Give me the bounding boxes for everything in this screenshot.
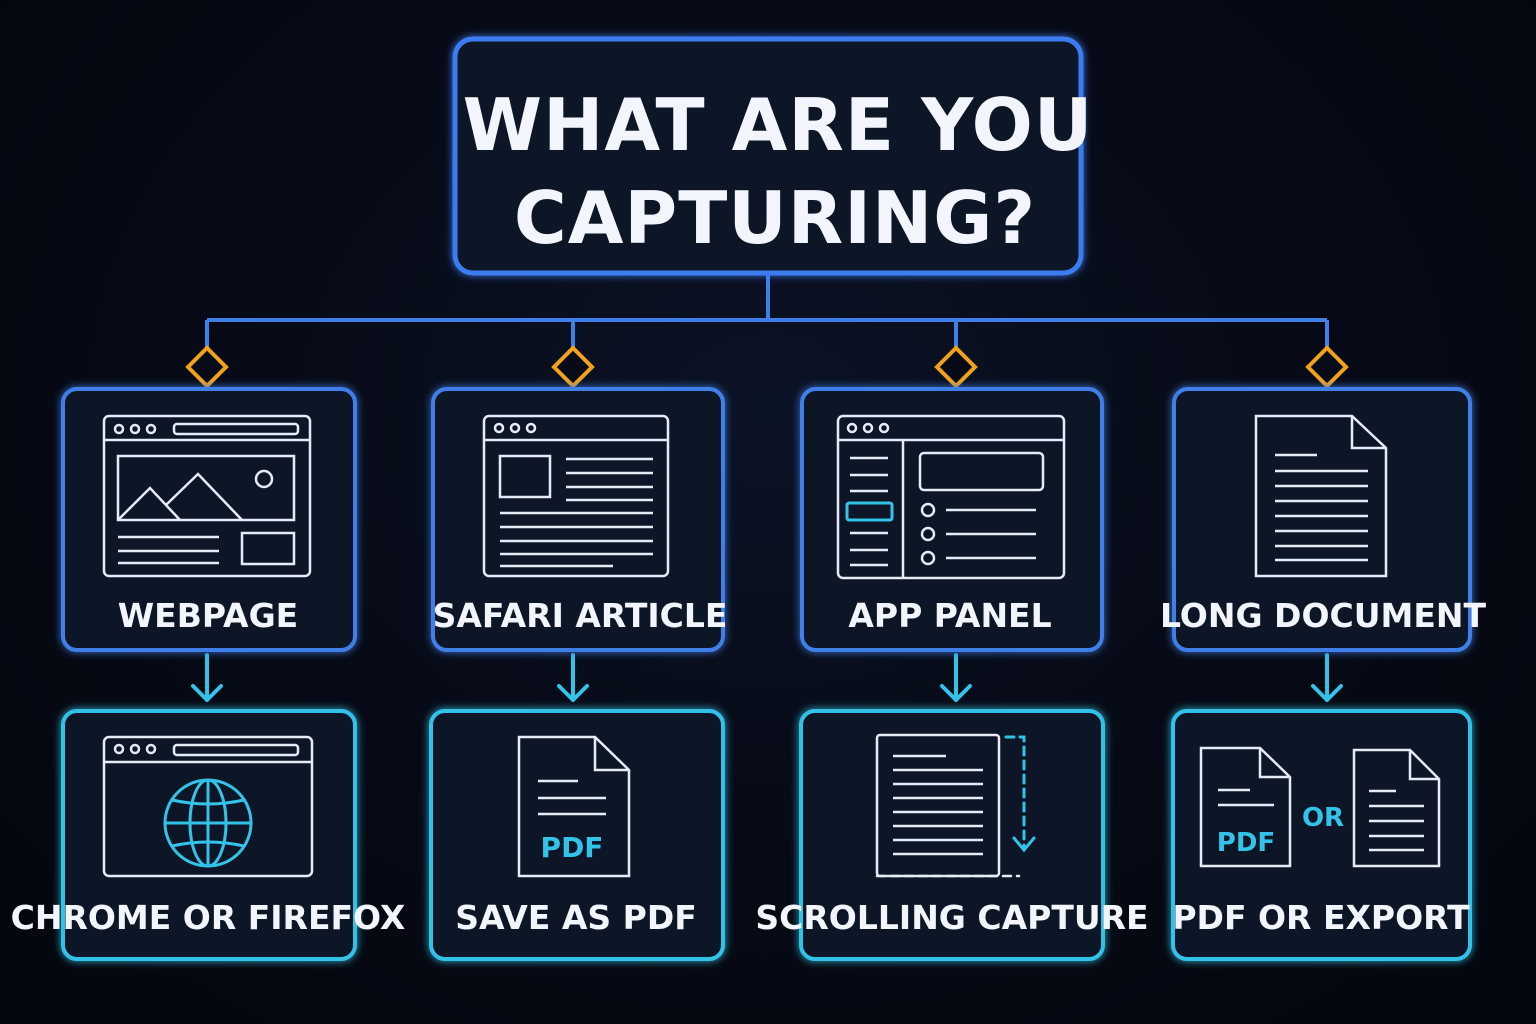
pdf-icon-text: PDF <box>1217 828 1275 858</box>
source-label: WEBPAGE <box>118 596 298 635</box>
decision-diamond-3 <box>934 345 978 389</box>
globe-icon <box>163 778 253 868</box>
down-arrow-4 <box>1311 653 1343 702</box>
source-node-box <box>1172 387 1472 652</box>
result-node-pdf-or-export: PDF OR PDF OR EXPORT <box>1171 709 1472 961</box>
selected-panel-item-icon <box>845 501 894 522</box>
pdf-file-icon: PDF <box>517 735 631 878</box>
result-node-scrolling-capture: SCROLLING CAPTURE <box>755 709 1149 961</box>
result-node-save-as-pdf: PDF SAVE AS PDF <box>429 709 725 961</box>
decision-diamond-1 <box>185 345 229 389</box>
or-text: OR <box>1302 803 1344 833</box>
result-label: SAVE AS PDF <box>455 898 697 937</box>
source-node-safari-article: SAFARI ARTICLE <box>431 387 728 652</box>
source-node-app-panel: APP PANEL <box>800 387 1104 652</box>
root-node: WHAT ARE YOU CAPTURING? <box>452 36 1094 276</box>
source-label: SAFARI ARTICLE <box>433 596 728 635</box>
decision-diamond-2 <box>551 345 595 389</box>
article-page-icon <box>482 414 670 578</box>
source-node-long-document: LONG DOCUMENT <box>1160 387 1487 652</box>
down-arrows <box>191 653 1343 702</box>
scrolling-capture-icon <box>875 733 1036 878</box>
scroll-down-arrow-icon <box>875 735 1036 878</box>
result-label: SCROLLING CAPTURE <box>755 898 1148 937</box>
result-label: PDF OR EXPORT <box>1172 898 1470 937</box>
root-title-line2: CAPTURING? <box>514 176 1036 260</box>
browser-globe-icon <box>102 735 314 878</box>
source-label: LONG DOCUMENT <box>1160 596 1487 635</box>
root-title-line1: WHAT ARE YOU <box>463 83 1094 167</box>
root-node-box <box>452 36 1084 276</box>
source-node-webpage: WEBPAGE <box>61 387 357 652</box>
decision-diamonds <box>185 345 1349 389</box>
down-arrow-3 <box>940 653 972 702</box>
decision-diamond-4 <box>1305 345 1349 389</box>
app-panel-icon <box>836 414 1066 580</box>
document-icon <box>1254 414 1388 578</box>
result-node-chrome-or-firefox: CHROME OR FIREFOX <box>11 709 406 961</box>
source-label: APP PANEL <box>848 596 1051 635</box>
document-icon <box>1352 748 1441 868</box>
source-node-box <box>431 387 725 652</box>
result-node-box <box>1171 709 1472 961</box>
result-node-box <box>429 709 725 961</box>
pdf-icon-text: PDF <box>541 831 604 864</box>
result-label: CHROME OR FIREFOX <box>11 898 406 937</box>
pdf-file-icon <box>1199 746 1292 868</box>
connector-lines <box>205 275 1329 412</box>
pdf-or-document-icon: PDF OR <box>1199 746 1441 868</box>
down-arrow-2 <box>557 653 589 702</box>
browser-window-image-icon <box>102 414 312 578</box>
down-arrow-1 <box>191 653 223 702</box>
